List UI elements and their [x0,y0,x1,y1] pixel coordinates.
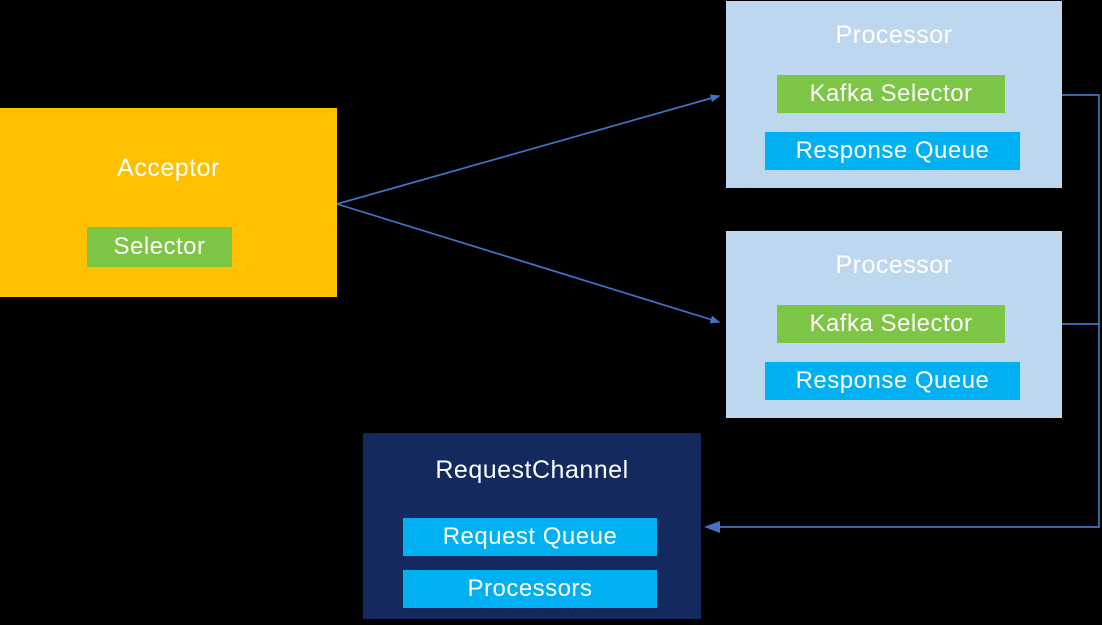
processor-1-kafka-selector-chip: Kafka Selector [777,75,1005,113]
processor-2-title: Processor [835,251,953,279]
processor-2-box: Processor Kafka Selector Response Queue [726,231,1062,418]
acceptor-selector-chip: Selector [87,227,232,267]
arrow-acceptor-to-processor-1 [336,94,721,205]
processor-1-response-queue-chip: Response Queue [765,132,1020,170]
request-channel-title: RequestChannel [435,456,629,484]
acceptor-title: Acceptor [117,154,220,182]
processor-2-kafka-selector-chip: Kafka Selector [777,305,1005,343]
arrow-acceptor-to-processor-2 [336,203,721,324]
acceptor-box: Acceptor Selector [0,108,337,297]
request-channel-box: RequestChannel Request Queue Processors [363,433,701,619]
request-channel-request-queue-chip: Request Queue [403,518,657,556]
processor-2-response-queue-chip: Response Queue [765,362,1020,400]
processor-1-box: Processor Kafka Selector Response Queue [726,1,1062,188]
request-channel-processors-chip: Processors [403,570,657,608]
processor-1-title: Processor [835,21,953,49]
